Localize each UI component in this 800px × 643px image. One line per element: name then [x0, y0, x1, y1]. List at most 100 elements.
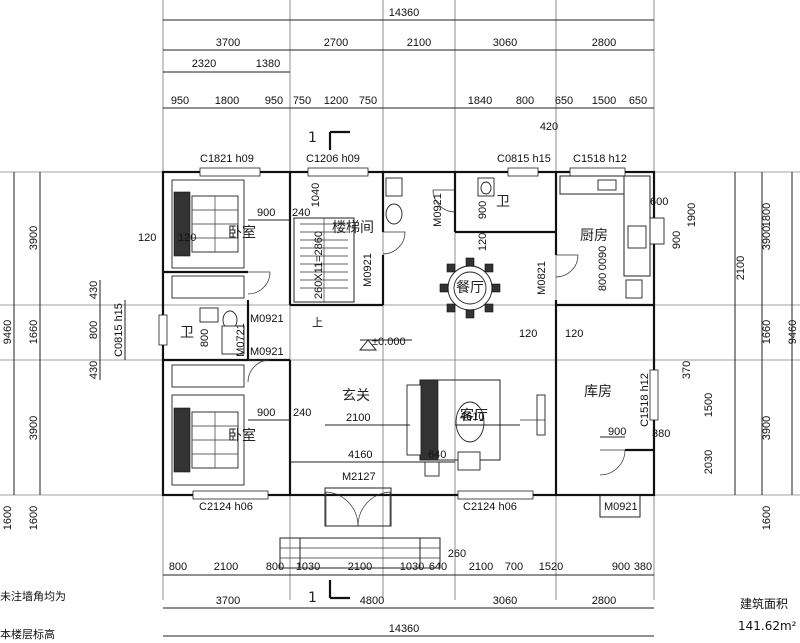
- svg-text:未注墙角均为: 未注墙角均为: [0, 589, 66, 603]
- svg-text:2030: 2030: [703, 450, 715, 474]
- doors: [247, 189, 641, 527]
- svg-text:C1518 h12: C1518 h12: [573, 153, 627, 165]
- svg-text:800: 800: [266, 561, 284, 573]
- svg-text:M0721: M0721: [235, 323, 247, 357]
- svg-text:2320: 2320: [192, 58, 216, 70]
- svg-text:900: 900: [671, 231, 683, 249]
- svg-text:1600: 1600: [2, 506, 14, 530]
- staircase: 260X11=2860 上: [293, 217, 355, 329]
- svg-text:2100: 2100: [346, 412, 370, 424]
- svg-text:120: 120: [477, 233, 489, 251]
- svg-text:C1821 h09: C1821 h09: [200, 153, 254, 165]
- svg-text:3700: 3700: [216, 37, 240, 49]
- svg-text:750: 750: [293, 95, 311, 107]
- window-c0815-top: [507, 167, 539, 177]
- svg-text:1600: 1600: [761, 506, 773, 530]
- window-c1518-top: [569, 167, 626, 177]
- svg-text:建筑面积: 建筑面积: [740, 596, 788, 611]
- svg-text:120: 120: [178, 232, 196, 244]
- room-storage: 库房: [584, 384, 612, 400]
- svg-text:800: 800: [199, 329, 211, 347]
- window-c1518-right: [649, 369, 659, 421]
- svg-text:370: 370: [681, 361, 693, 379]
- svg-text:380: 380: [652, 428, 670, 440]
- door-labels: M0921 M0921 M0921 M0921 M0821 M0921 M212…: [235, 193, 638, 513]
- window-c2124-right: [457, 490, 534, 500]
- svg-text:M0921: M0921: [250, 346, 284, 358]
- svg-text:3900: 3900: [761, 416, 773, 440]
- svg-text:900: 900: [257, 407, 275, 419]
- door-bedroom-top: [247, 271, 271, 295]
- svg-text:800: 800: [88, 321, 100, 339]
- svg-text:3900: 3900: [28, 226, 40, 250]
- svg-text:900: 900: [477, 201, 489, 219]
- svg-text:650: 650: [555, 95, 573, 107]
- svg-text:2100: 2100: [407, 37, 431, 49]
- svg-text:1200: 1200: [324, 95, 348, 107]
- svg-text:2800: 2800: [592, 595, 616, 607]
- interior-dims: 900 240 240 900 2100 4160 4610 640 120 1…: [178, 183, 626, 461]
- svg-text:2800: 2800: [592, 37, 616, 49]
- svg-text:0090: 0090: [597, 246, 609, 270]
- svg-text:380: 380: [634, 561, 652, 573]
- svg-text:C2124 h06: C2124 h06: [199, 501, 253, 513]
- svg-text:1030: 1030: [296, 561, 320, 573]
- svg-text:1900: 1900: [686, 203, 698, 227]
- svg-text:430: 430: [88, 361, 100, 379]
- svg-text:3700: 3700: [216, 595, 240, 607]
- window-c1206: [307, 167, 369, 177]
- svg-text:120: 120: [519, 328, 537, 340]
- svg-text:1: 1: [308, 130, 317, 146]
- svg-text:C1518 h12: C1518 h12: [639, 373, 651, 427]
- svg-text:1520: 1520: [539, 561, 563, 573]
- svg-text:1660: 1660: [761, 320, 773, 344]
- svg-text:800: 800: [169, 561, 187, 573]
- svg-text:C1206 h09: C1206 h09: [306, 153, 360, 165]
- svg-text:640: 640: [428, 449, 446, 461]
- room-stair: 楼梯间: [332, 220, 374, 236]
- svg-text:141.62m²: 141.62m²: [738, 619, 797, 633]
- svg-text:1500: 1500: [592, 95, 616, 107]
- svg-text:3900: 3900: [761, 226, 773, 250]
- svg-text:1: 1: [308, 590, 317, 606]
- svg-text:600: 600: [650, 196, 668, 208]
- entrance-steps: [279, 537, 441, 569]
- svg-text:3060: 3060: [493, 37, 517, 49]
- svg-text:2100: 2100: [348, 561, 372, 573]
- room-bedroom-bottom: 卧室: [228, 427, 256, 444]
- svg-text:1840: 1840: [468, 95, 492, 107]
- level-mark: ±0.000: [358, 336, 412, 351]
- svg-text:900: 900: [257, 207, 275, 219]
- svg-text:3900: 3900: [28, 416, 40, 440]
- svg-text:C0815 h15: C0815 h15: [113, 303, 125, 357]
- svg-text:±0.000: ±0.000: [372, 336, 406, 348]
- area-block: 建筑面积 141.62m²: [738, 596, 797, 633]
- svg-text:M0921: M0921: [362, 253, 374, 287]
- svg-text:M0821: M0821: [536, 261, 548, 295]
- right-dimensions: 9460 1800 3900 1660 3900 1600 1900 2100 …: [650, 172, 799, 530]
- svg-text:900: 900: [612, 561, 630, 573]
- total-width-top: 14360: [389, 7, 420, 19]
- svg-text:240: 240: [292, 207, 310, 219]
- svg-text:M0921: M0921: [604, 501, 638, 513]
- window-c0815-left: [158, 314, 168, 346]
- left-dimensions: 9460 1600 3900 1660 3900 1600 430 800 43…: [2, 172, 156, 530]
- svg-text:1040: 1040: [310, 183, 322, 207]
- svg-text:430: 430: [88, 281, 100, 299]
- svg-text:1030: 1030: [400, 561, 424, 573]
- main-door-right: [357, 491, 391, 527]
- svg-text:9460: 9460: [2, 320, 14, 344]
- svg-text:9460: 9460: [787, 320, 799, 344]
- total-width-bottom: 14360: [389, 623, 420, 635]
- svg-text:1800: 1800: [761, 203, 773, 227]
- bottom-dimensions: 800 2100 800 1030 2100 1030 640 2100 700…: [163, 548, 654, 637]
- svg-text:260X11=2860: 260X11=2860: [313, 231, 325, 299]
- svg-text:M0921: M0921: [432, 193, 444, 227]
- door-bedroom-bottom: [247, 359, 271, 383]
- svg-text:700: 700: [505, 561, 523, 573]
- svg-text:950: 950: [171, 95, 189, 107]
- door-storage: [599, 449, 626, 476]
- svg-text:1500: 1500: [703, 393, 715, 417]
- section-mark-bottom: 1: [308, 580, 350, 606]
